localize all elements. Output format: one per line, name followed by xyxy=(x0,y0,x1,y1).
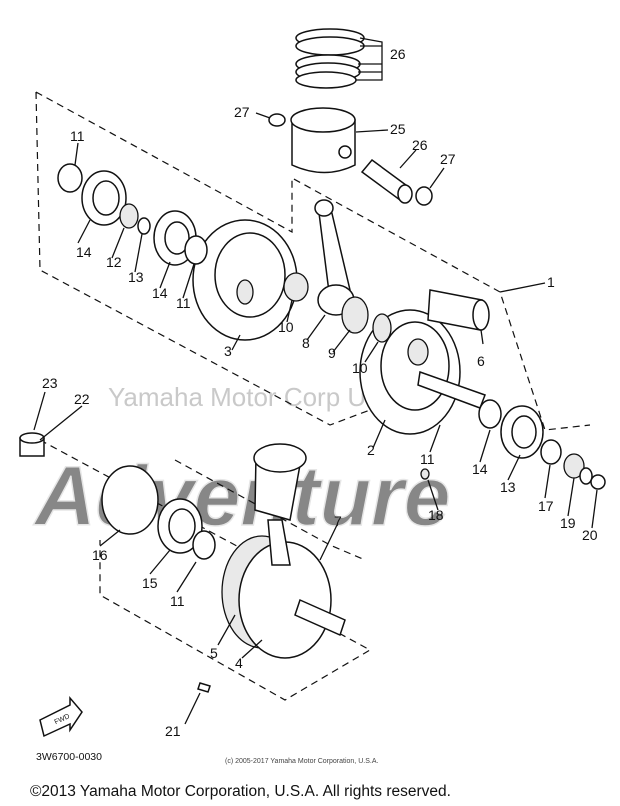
circlip-13b xyxy=(540,439,562,465)
circlip-right xyxy=(415,186,433,206)
label-27-left: 27 xyxy=(234,104,250,120)
washer-19 xyxy=(579,467,593,485)
crank-wheel-left xyxy=(192,219,298,341)
label-1: 1 xyxy=(547,274,555,290)
piston-rings xyxy=(295,28,365,89)
oil-seal-11d xyxy=(192,530,216,560)
leader-26 xyxy=(399,149,417,169)
label-7: 7 xyxy=(334,513,342,529)
label-8: 8 xyxy=(302,335,310,351)
label-17: 17 xyxy=(538,498,554,514)
label-12: 12 xyxy=(106,254,122,270)
bearing-15 xyxy=(157,498,203,554)
label-24: 25 xyxy=(390,121,406,137)
label-22: 22 xyxy=(74,391,90,407)
bearing-14a xyxy=(81,170,127,226)
fwd-arrow-icon: FWD xyxy=(39,695,83,738)
label-23: 23 xyxy=(42,375,58,391)
oil-seal-11c xyxy=(478,399,502,429)
circlip-left xyxy=(268,113,286,127)
label-13-a: 13 xyxy=(128,269,144,285)
bearing-14c xyxy=(500,405,544,459)
label-14-a: 14 xyxy=(76,244,92,260)
label-6: 6 xyxy=(477,353,485,369)
needle-bearing-9 xyxy=(341,296,369,334)
o-ring-16 xyxy=(101,465,159,535)
leader-24 xyxy=(355,129,389,133)
label-4: 4 xyxy=(235,655,243,671)
label-25: 26 xyxy=(390,46,406,62)
washer-10a xyxy=(283,272,309,302)
oil-seal-11b xyxy=(184,235,208,265)
label-20: 20 xyxy=(582,527,598,543)
label-10-b: 10 xyxy=(352,360,368,376)
label-9: 9 xyxy=(328,345,336,361)
label-21: 21 xyxy=(165,723,181,739)
key-13a xyxy=(137,217,151,235)
label-14-b: 14 xyxy=(152,285,168,301)
footer-copyright: ©2013 Yamaha Motor Corporation, U.S.A. A… xyxy=(30,783,451,800)
piston-upper xyxy=(290,107,356,174)
label-5: 5 xyxy=(210,645,218,661)
nut-20 xyxy=(590,474,606,490)
washer-10b xyxy=(372,313,392,343)
label-11-a: 11 xyxy=(70,128,85,144)
crankshaft-assembly xyxy=(221,443,346,659)
label-27-right: 27 xyxy=(440,151,456,167)
leader-25 xyxy=(356,37,383,81)
connecting-rod xyxy=(314,199,355,316)
leader-line-1 xyxy=(499,282,546,293)
label-16: 16 xyxy=(92,547,108,563)
label-10-a: 10 xyxy=(278,319,294,335)
label-2: 2 xyxy=(367,442,375,458)
label-14-c: 14 xyxy=(472,461,488,477)
upper-assembly-frame xyxy=(35,91,591,431)
label-26: 26 xyxy=(412,137,428,153)
label-11-c: 11 xyxy=(420,451,435,467)
gear-12 xyxy=(119,203,139,229)
label-15: 15 xyxy=(142,575,158,591)
label-18: 18 xyxy=(428,507,444,523)
label-11-b: 11 xyxy=(176,295,191,311)
label-13-b: 13 xyxy=(500,479,516,495)
oil-seal-11a xyxy=(57,163,83,193)
label-3: 3 xyxy=(224,343,232,359)
diagram-code: 3W6700-0030 xyxy=(36,751,102,763)
label-19: 19 xyxy=(560,515,576,531)
label-11-d: 11 xyxy=(170,593,185,609)
key-18 xyxy=(420,468,430,480)
piston-pin xyxy=(360,158,413,204)
leader-lines xyxy=(33,142,598,725)
small-copyright: (c) 2005-2017 Yamaha Motor Corporation, … xyxy=(225,758,378,765)
pin-21 xyxy=(197,682,211,693)
